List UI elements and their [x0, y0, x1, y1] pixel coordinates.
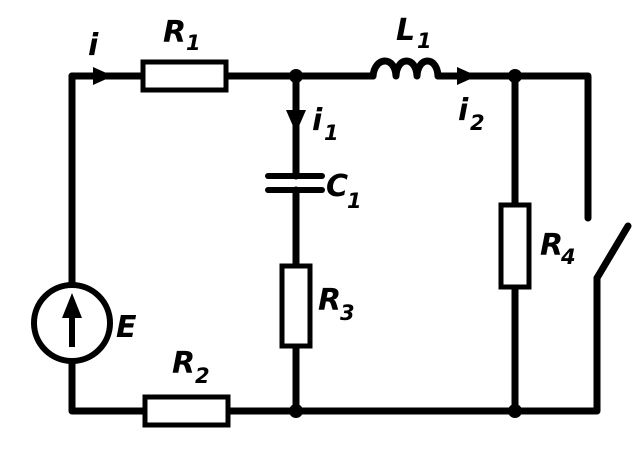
voltage-source-e [31, 282, 113, 364]
capacitor-c1 [265, 173, 325, 193]
label-r4: R [540, 228, 563, 263]
resistor-r4 [498, 202, 532, 290]
label-l1-sub: 1 [417, 29, 432, 53]
junction-top-right [508, 69, 522, 83]
label-r3-sub: 3 [340, 301, 355, 325]
junction-bottom-right [508, 404, 522, 418]
current-arrow-i2 [457, 67, 477, 85]
wire-bottom [224, 274, 601, 415]
label-current-i2-sub: 2 [470, 111, 485, 135]
switch [593, 222, 632, 282]
resistor-r1 [140, 59, 229, 93]
wires [68, 72, 601, 415]
label-current-i: i [88, 28, 99, 63]
label-source-e: E [116, 310, 137, 345]
label-current-i1-sub: 1 [324, 121, 339, 145]
label-r1: R [163, 15, 186, 50]
label-c1-sub: 1 [347, 189, 362, 213]
current-arrow-i [93, 67, 113, 85]
inductor-l1 [369, 57, 442, 80]
label-c1: C [326, 169, 348, 204]
label-l1: L [396, 13, 415, 48]
label-r2: R [172, 346, 195, 381]
label-current-i2: i [458, 93, 469, 128]
junction-bottom-middle [289, 404, 303, 418]
wire-left-bottom [68, 357, 147, 415]
junction-top-middle [289, 69, 303, 83]
label-r3: R [318, 283, 341, 318]
label-current-i1: i [312, 103, 323, 138]
resistor-r2 [142, 394, 231, 428]
wire-top-right [434, 72, 592, 222]
resistor-r3 [279, 263, 313, 349]
current-arrow-i1 [286, 110, 306, 133]
label-r2-sub: 2 [195, 364, 210, 388]
label-r4-sub: 4 [560, 245, 576, 269]
label-r1-sub: 1 [186, 31, 201, 55]
